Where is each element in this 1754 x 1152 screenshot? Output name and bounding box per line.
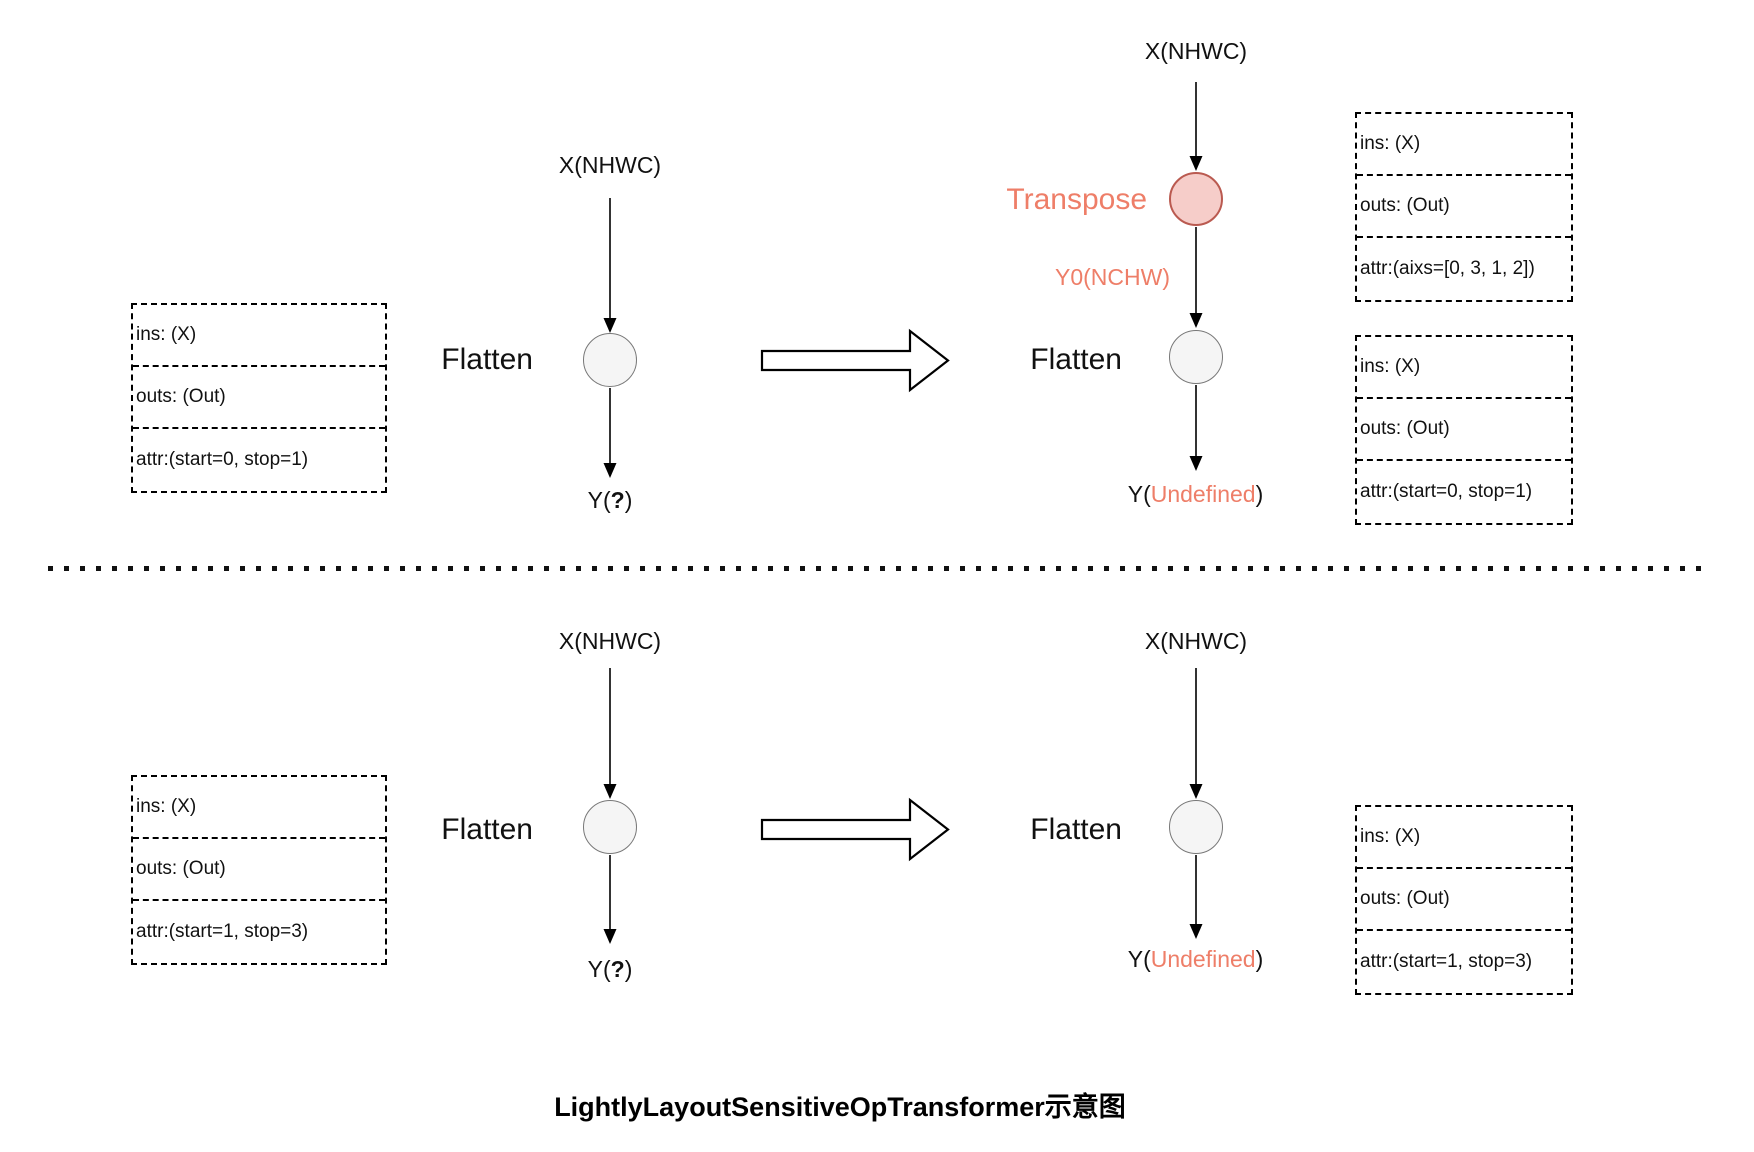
attr-box-bottom-before-flatten: ins: (X) outs: (Out) attr:(start=1, stop… (131, 775, 387, 965)
attr-row-attr: attr:(start=1, stop=3) (136, 921, 309, 942)
edge-input-top-before (603, 198, 617, 333)
output-undefined-value: Undefined (1150, 946, 1256, 972)
node-flatten-bottom-before (583, 800, 637, 854)
output-label-bottom-after: Y(Undefined) (1108, 946, 1283, 974)
attr-row-ins: ins: (X) (1357, 337, 1571, 399)
edge-input-top-after (1189, 82, 1203, 171)
attr-box-top-before-flatten: ins: (X) outs: (Out) attr:(start=0, stop… (131, 303, 387, 493)
attr-box-transpose: ins: (X) outs: (Out) attr:(aixs=[0, 3, 1… (1355, 112, 1573, 302)
edge-input-bottom-before (603, 668, 617, 799)
output-prefix: Y( (587, 956, 611, 982)
dotted-separator (48, 566, 1706, 571)
node-flatten-top-after (1169, 330, 1223, 384)
attr-row-ins: ins: (X) (133, 305, 385, 367)
edge-output-bottom-after (1189, 855, 1203, 939)
output-label-bottom-before: Y(?) (545, 956, 675, 984)
flatten-op-label-top-before: Flatten (441, 343, 533, 376)
attr-row-outs: outs: (Out) (133, 839, 385, 901)
flatten-op-label-top-after: Flatten (1030, 343, 1122, 376)
output-suffix: ) (624, 956, 633, 982)
attr-row-outs: outs: (Out) (1357, 176, 1571, 238)
attr-box-top-after-flatten: ins: (X) outs: (Out) attr:(start=0, stop… (1355, 335, 1573, 525)
flatten-op-label-bottom-before: Flatten (441, 813, 533, 846)
output-suffix: ) (1255, 481, 1264, 507)
attr-row-ins: ins: (X) (1357, 807, 1571, 869)
attr-row-outs: outs: (Out) (1357, 399, 1571, 461)
transform-arrow-top (760, 328, 950, 393)
edge-input-bottom-after (1189, 668, 1203, 799)
output-unknown-mark: ? (610, 487, 625, 513)
intermediate-label: Y0(NCHW) (1055, 264, 1170, 290)
edge-output-top-after (1189, 385, 1203, 471)
flatten-op-label-bottom-after: Flatten (1030, 813, 1122, 846)
node-flatten-top-before (583, 333, 637, 387)
attr-box-bottom-after-flatten: ins: (X) outs: (Out) attr:(start=1, stop… (1355, 805, 1573, 995)
diagram-title: LightlyLayoutSensitiveOpTransformer示意图 (554, 1092, 1126, 1122)
output-suffix: ) (1255, 946, 1264, 972)
attr-row-attr: attr:(start=0, stop=1) (136, 449, 309, 470)
attr-row-attr: attr:(start=0, stop=1) (1360, 481, 1533, 502)
transform-arrow-bottom (760, 797, 950, 862)
edge-transpose-to-flatten (1189, 227, 1203, 328)
output-prefix: Y( (1127, 481, 1151, 507)
edge-output-bottom-before (603, 855, 617, 944)
output-suffix: ) (624, 487, 633, 513)
attr-row-ins: ins: (X) (1357, 114, 1571, 176)
input-label-bottom-before: X(NHWC) (558, 628, 662, 654)
output-unknown-mark: ? (610, 956, 625, 982)
node-flatten-bottom-after (1169, 800, 1223, 854)
node-transpose (1169, 172, 1223, 226)
output-label-top-before: Y(?) (545, 487, 675, 515)
attr-row-attr: attr:(start=1, stop=3) (1360, 951, 1533, 972)
attr-row-ins: ins: (X) (133, 777, 385, 839)
attr-row-outs: outs: (Out) (1357, 869, 1571, 931)
input-label-top-before: X(NHWC) (558, 152, 662, 178)
input-label-bottom-after: X(NHWC) (1144, 628, 1248, 654)
attr-row-attr: attr:(aixs=[0, 3, 1, 2]) (1360, 258, 1535, 279)
edge-output-top-before (603, 388, 617, 478)
output-prefix: Y( (1127, 946, 1151, 972)
output-label-top-after: Y(Undefined) (1108, 481, 1283, 509)
output-prefix: Y( (587, 487, 611, 513)
input-label-top-after: X(NHWC) (1144, 38, 1248, 64)
attr-row-outs: outs: (Out) (133, 367, 385, 429)
output-undefined-value: Undefined (1150, 481, 1256, 507)
transpose-op-label: Transpose (1006, 183, 1147, 216)
